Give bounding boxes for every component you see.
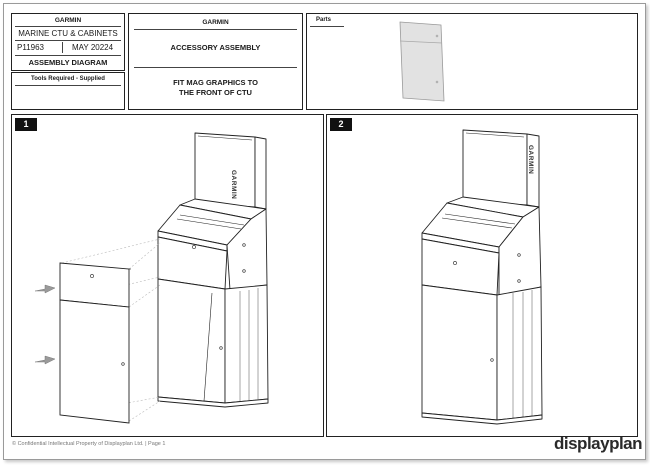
step-1-number: 1 xyxy=(15,118,37,131)
tools-rule xyxy=(15,85,121,86)
middle-rule-1 xyxy=(134,29,297,30)
instruction-line-1: FIT MAG GRAPHICS TO xyxy=(173,78,258,87)
instruction-block: GARMIN ACCESSORY ASSEMBLY FIT MAG GRAPHI… xyxy=(128,13,303,110)
step-2-ctu-illustration xyxy=(421,129,543,425)
drawing-sheet: GARMIN MARINE CTU & CABINETS P11963 MAY … xyxy=(3,3,646,460)
doc-type: ASSEMBLY DIAGRAM xyxy=(28,58,108,67)
step-1-ctu-illustration xyxy=(34,132,269,424)
issue-date: MAY 20224 xyxy=(72,43,114,52)
assembly-heading: ACCESSORY ASSEMBLY xyxy=(170,43,261,52)
step-2-panel: 2 xyxy=(326,114,638,437)
title-brand: GARMIN xyxy=(54,17,82,24)
middle-brand: GARMIN xyxy=(202,19,229,26)
displayplan-logo: displayplan xyxy=(554,434,643,453)
copyright-notice: © Confidential Intellectual Property of … xyxy=(12,441,166,447)
mag-graphic-part xyxy=(399,21,445,102)
project-name: MARINE CTU & CABINETS xyxy=(18,29,118,38)
title-divider xyxy=(62,42,63,53)
step-1-panel: 1 xyxy=(11,114,324,437)
title-rule-1 xyxy=(15,26,121,27)
step-1-sign-brand: GARMIN xyxy=(230,170,237,200)
tools-label: Tools Required - Supplied xyxy=(31,76,105,82)
title-rule-3 xyxy=(15,55,121,56)
parts-label: Parts xyxy=(316,17,332,23)
step-2-number: 2 xyxy=(330,118,352,131)
step-2-sign-brand: GARMIN xyxy=(527,145,534,175)
job-number: P11963 xyxy=(17,43,44,52)
parts-block: Parts xyxy=(306,13,638,110)
title-block: GARMIN MARINE CTU & CABINETS P11963 MAY … xyxy=(11,13,125,71)
tools-block: Tools Required - Supplied xyxy=(11,72,125,110)
middle-rule-2 xyxy=(134,67,297,68)
parts-rule xyxy=(310,26,344,27)
instruction-line-2: THE FRONT OF CTU xyxy=(179,88,252,97)
title-rule-2 xyxy=(15,40,121,41)
